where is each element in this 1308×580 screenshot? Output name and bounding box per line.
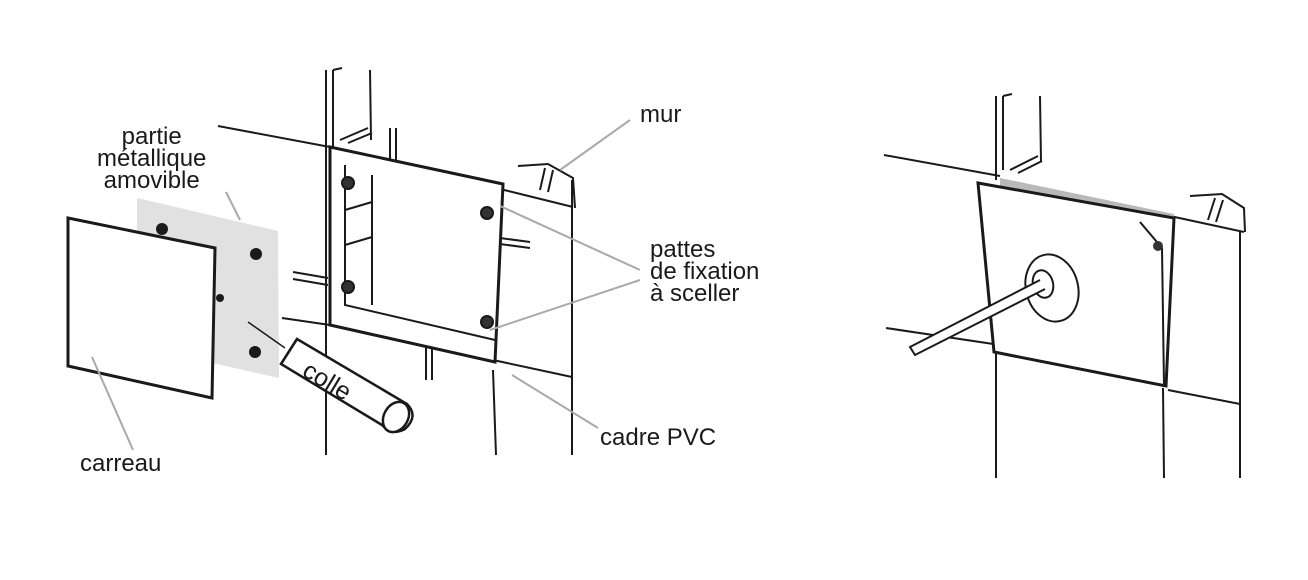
- label-metal-plate-line-2: métallique: [97, 145, 207, 172]
- label-pvc-frame: cadre PVC: [600, 424, 717, 451]
- glue-tube: [247, 321, 414, 434]
- leader-lines: [91, 119, 641, 451]
- wall-right: [883, 93, 1246, 479]
- tile: [66, 216, 217, 400]
- label-fixing-tabs-line-3: à sceller: [650, 280, 740, 307]
- label-metal-plate-line-1: partie: [121, 123, 182, 150]
- label-fixing-tabs: pattes de fixation à sceller: [650, 236, 760, 307]
- suction-cup: [908, 253, 1080, 357]
- right-scene: [883, 93, 1246, 479]
- fixing-tabs: [292, 128, 531, 380]
- label-tile: carreau: [80, 450, 162, 477]
- left-scene: [66, 67, 641, 456]
- label-metal-plate-line-3: amovible: [103, 167, 200, 194]
- label-fixing-tabs-line-2: de fixation: [650, 258, 760, 285]
- label-fixing-tabs-line-1: pattes: [650, 236, 716, 263]
- label-metal-plate: partie métallique amovible: [97, 123, 207, 194]
- label-wall: mur: [640, 101, 682, 128]
- pvc-frame: [328, 145, 505, 364]
